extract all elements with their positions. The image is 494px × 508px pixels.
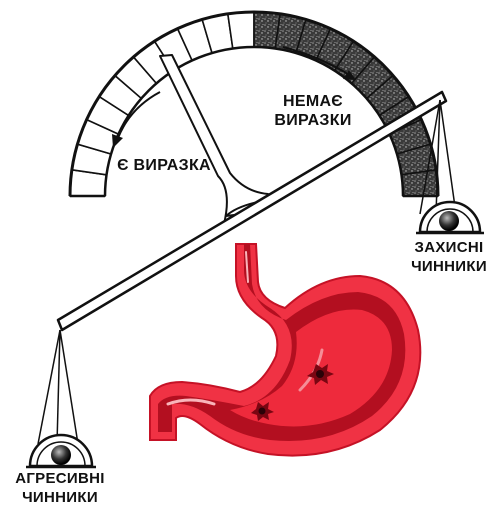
left-weight [26,330,96,467]
dial-segment-dark [401,170,438,196]
pointer [160,55,268,224]
dial-segment-light [228,12,254,49]
aggressive-factors-label: АГРЕСИВНІ ЧИННИКИ [4,469,116,507]
stomach-illustration [150,244,420,456]
protective-factors-label: ЗАХИСНІ ЧИННИКИ [404,238,494,276]
ulcer-label: Є ВИРАЗКА [109,156,219,175]
no-ulcer-label: НЕМАЄ ВИРАЗКИ [258,92,368,130]
